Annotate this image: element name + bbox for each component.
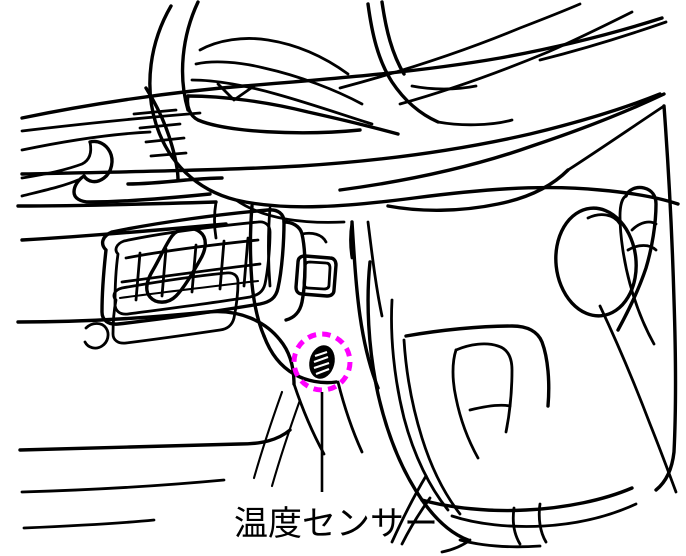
windshield-defroster-vent (185, 0, 514, 136)
temperature-sensor-icon (309, 345, 335, 379)
vent-control-knob[interactable] (145, 226, 207, 304)
center-air-vent (83, 208, 328, 350)
door-trim-panel (338, 2, 678, 494)
sensor-slit-1 (314, 351, 328, 357)
door-pull-handle[interactable] (616, 185, 658, 346)
glove-box-lid[interactable] (16, 309, 296, 530)
sensor-slit-3 (313, 362, 330, 369)
callout-label: 温度センサー (234, 504, 438, 544)
sensor-slit-4 (315, 368, 330, 375)
square-push-button[interactable] (294, 254, 338, 298)
door-speaker-grille (554, 206, 638, 318)
side-defroster-vent (20, 86, 224, 204)
dashboard-mid-seam (16, 200, 354, 260)
callout-highlight-circle (291, 331, 353, 393)
dashboard-upper-cowl (20, 16, 668, 176)
sensor-slit-2 (313, 356, 329, 363)
door-pocket (366, 260, 638, 554)
vent-louver-vertical (134, 236, 250, 302)
